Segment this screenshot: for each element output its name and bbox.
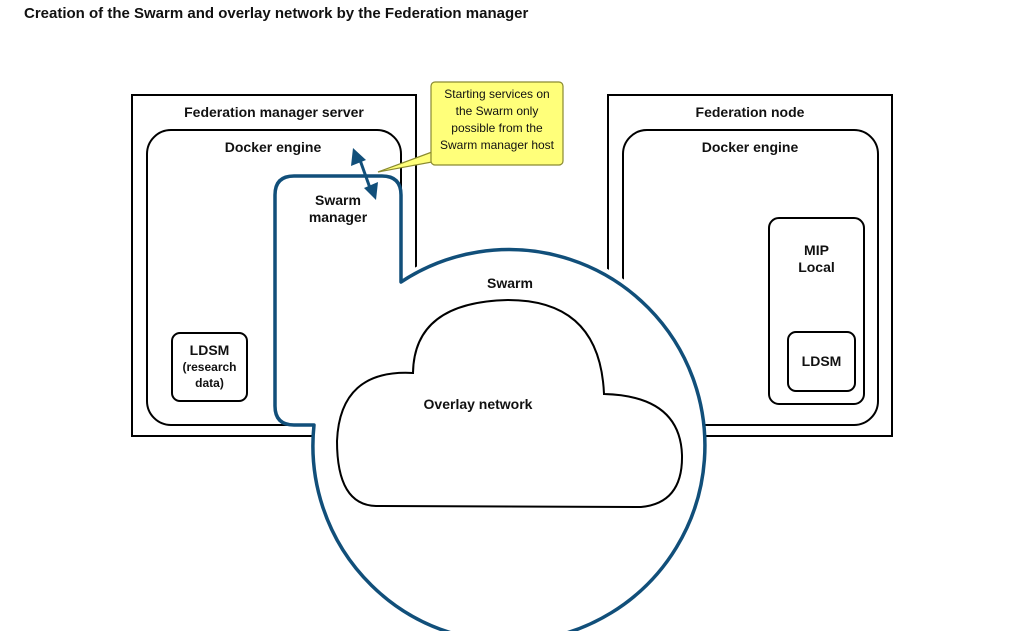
callout-line2: the Swarm only <box>455 104 539 118</box>
node-ldsm-label: LDSM <box>801 353 842 369</box>
swarm-label: Swarm <box>487 275 533 291</box>
overlay-network-cloud <box>335 298 684 509</box>
federation-node-label: Federation node <box>695 104 805 120</box>
callout-note: Starting services on the Swarm only poss… <box>431 86 563 154</box>
callout-note-box <box>430 81 564 166</box>
overlay-network-label: Overlay network <box>423 396 533 412</box>
mip-local-line1: MIP <box>804 242 829 258</box>
ldsm-research-title: LDSM <box>189 342 230 358</box>
swarm-manager-line1: Swarm <box>315 192 361 208</box>
node-ldsm-box <box>787 331 856 392</box>
swarm-manager-line2: manager <box>308 209 368 225</box>
callout-line4: Swarm manager host <box>439 138 555 152</box>
page-title: Creation of the Swarm and overlay networ… <box>24 5 529 22</box>
ldsm-research-box <box>171 332 248 402</box>
swarm-manager-label: Swarm manager <box>288 192 388 226</box>
federation-manager-server-label: Federation manager server <box>184 104 364 120</box>
ldsm-research-subtitle-line1: (research <box>182 360 237 374</box>
node-docker-engine-label: Docker engine <box>701 139 799 155</box>
double-headed-arrow-icon <box>351 148 378 200</box>
callout-line1: Starting services on <box>444 87 550 101</box>
callout-line3: possible from the <box>451 121 543 135</box>
mip-local-line2: Local <box>798 259 835 275</box>
manager-docker-engine-label: Docker engine <box>224 139 322 155</box>
ldsm-research-subtitle-line2: data) <box>195 376 224 390</box>
